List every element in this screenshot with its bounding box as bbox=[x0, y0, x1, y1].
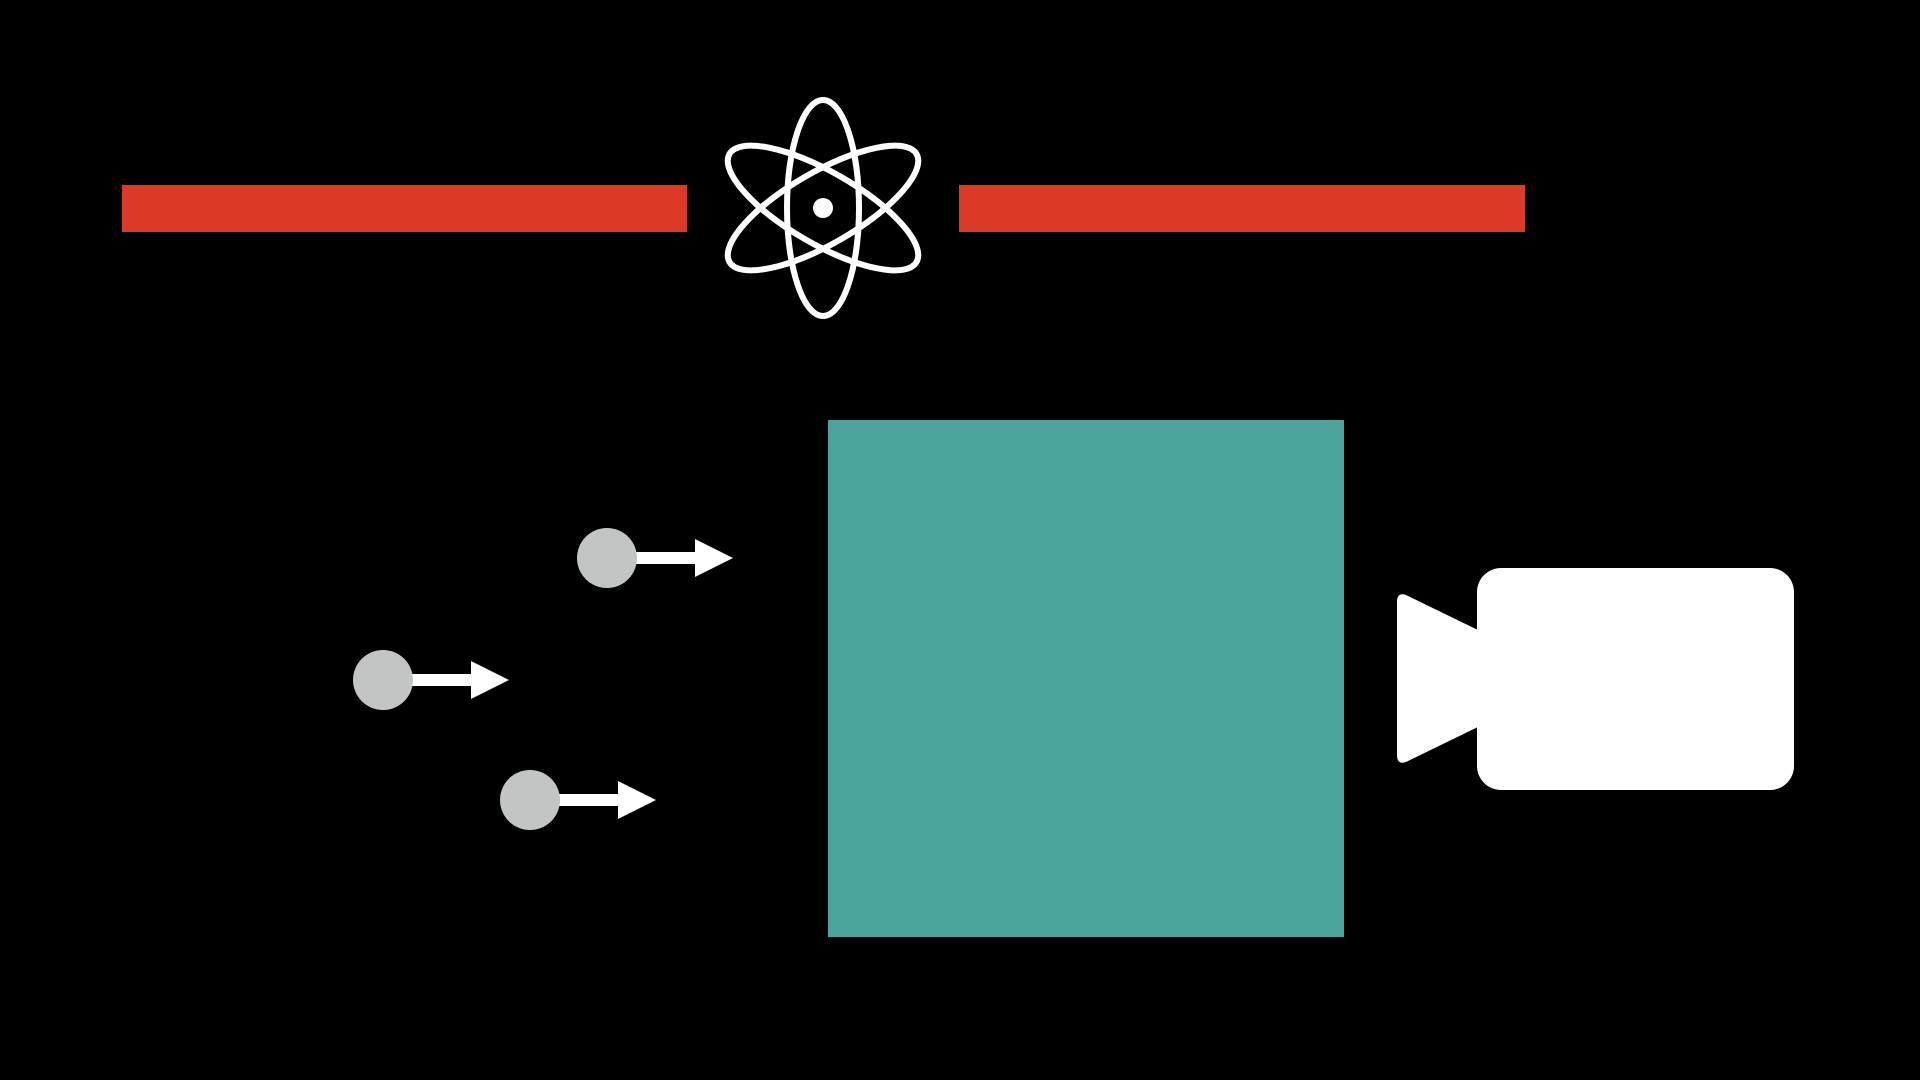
particle bbox=[577, 528, 637, 588]
particle-with-arrow bbox=[353, 650, 509, 710]
arrow-right-icon bbox=[695, 539, 733, 577]
particle-with-arrow bbox=[500, 770, 656, 830]
arrow-right-icon bbox=[618, 781, 656, 819]
video-camera-icon bbox=[1397, 568, 1794, 790]
particle-with-arrow bbox=[577, 528, 733, 588]
red-bar-left bbox=[122, 185, 687, 232]
arrow-right-icon bbox=[471, 661, 509, 699]
red-bar-right bbox=[959, 185, 1525, 232]
particle bbox=[500, 770, 560, 830]
particle bbox=[353, 650, 413, 710]
atom-icon bbox=[724, 97, 922, 319]
teal-square-target bbox=[828, 420, 1344, 937]
